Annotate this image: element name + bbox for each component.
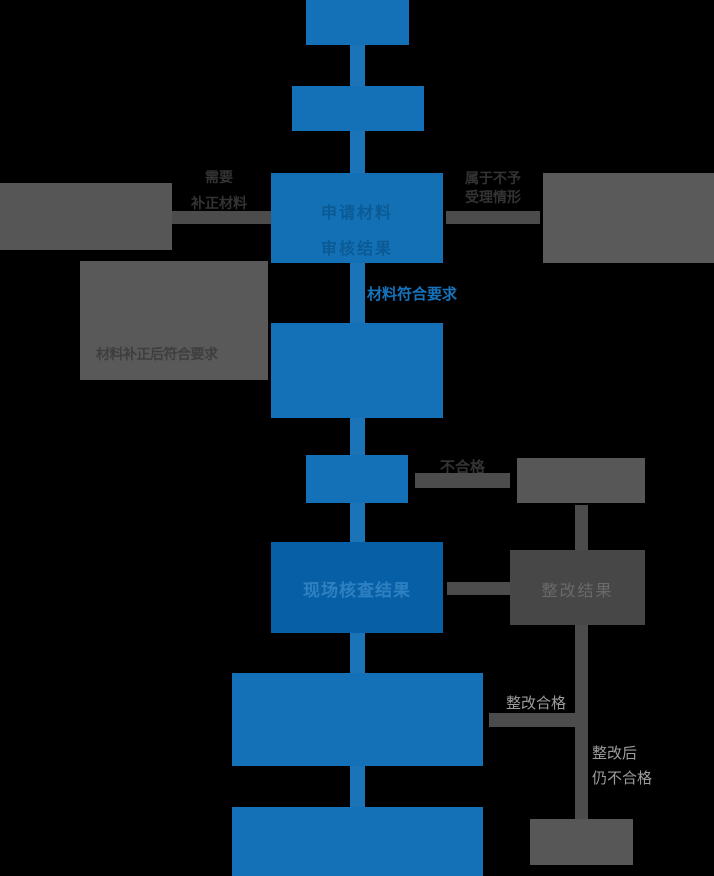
connector-rectify-rail: [575, 625, 588, 820]
node-check: [306, 455, 408, 503]
need-supplement-line1: 需要: [205, 170, 233, 186]
node-rejection: [543, 173, 714, 263]
edge-label-rectify-pass: 整改合格: [506, 694, 567, 712]
site-inspection-label: 现场核查结果: [303, 581, 411, 601]
node-application-review: 申请材料 审核结果: [271, 173, 443, 263]
edge-label-need-supplement: 需要 补正材料: [188, 165, 250, 217]
application-review-label-line1: 申请材料: [320, 203, 393, 222]
connector-right-reject: [446, 211, 540, 224]
rectify-fail-line1: 整改后: [592, 744, 638, 762]
application-review-label-line2: 审核结果: [320, 239, 393, 258]
edge-label-fail: 不合格: [440, 458, 486, 476]
not-accepted-line1: 属于不予: [465, 171, 521, 187]
not-accepted-line2: 受理情形: [465, 190, 521, 206]
rectify-fail-line2: 仍不合格: [592, 769, 653, 787]
connector-material-down: [350, 418, 365, 455]
node-final-fail: [530, 819, 633, 865]
node-site-inspection: 现场核查结果: [271, 542, 443, 633]
connector-fail-down: [575, 505, 588, 550]
edge-label-not-accepted: 属于不予 受理情形: [462, 170, 524, 208]
node-supplement-material: [0, 183, 172, 250]
connector-fail-right: [415, 473, 510, 488]
node-rectify-result: 整改结果: [510, 550, 645, 625]
edge-label-material-ok: 材料符合要求: [367, 285, 458, 303]
connector-check-down: [350, 503, 365, 542]
connector-inspection-down: [350, 633, 365, 673]
connector-left-supplement: [172, 211, 271, 224]
connector-review-down: [350, 263, 365, 323]
connector-start-down: [350, 45, 365, 86]
material-fixed-label: 材料补正后符合要求: [96, 347, 218, 363]
node-approval: [232, 673, 483, 766]
node-material-accepted: [271, 323, 443, 418]
node-final: [232, 807, 483, 876]
need-supplement-line2: 补正材料: [191, 196, 247, 212]
connector-approval-down: [350, 766, 365, 807]
connector-rectify-pass: [489, 713, 576, 727]
rectify-result-label: 整改结果: [541, 581, 614, 600]
node-material-fixed: 材料补正后符合要求: [80, 261, 268, 380]
node-start: [306, 0, 409, 45]
connector-step2-down: [350, 131, 365, 173]
node-step-2: [292, 86, 424, 131]
node-fail: [517, 458, 645, 503]
connector-inspection-rectify: [447, 582, 510, 595]
